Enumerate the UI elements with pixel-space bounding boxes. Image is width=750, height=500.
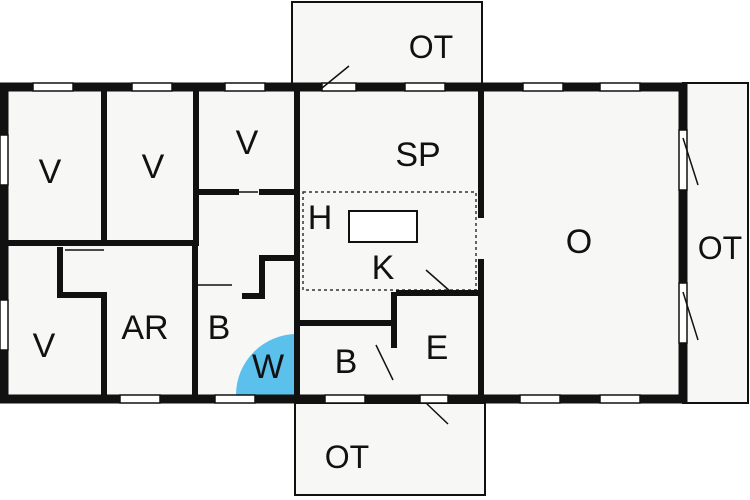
windows — [0, 82, 688, 404]
room-label-bedroom-2: V — [142, 148, 165, 186]
room-label-living-room: O — [566, 223, 592, 261]
room-label-bathroom-1: B — [208, 309, 231, 347]
room-label-terrace-top: OT — [409, 29, 453, 65]
room-label-utility-room: AR — [121, 309, 168, 347]
room-label-kitchen: K — [372, 249, 395, 287]
room-label-hall: H — [308, 199, 333, 237]
room-label-bedroom-1: V — [39, 153, 62, 191]
kitchen-island-outline — [302, 191, 477, 291]
wellness-area — [236, 334, 297, 395]
room-label-bathroom-2: B — [335, 343, 358, 381]
room-label-wellness: W — [252, 348, 284, 386]
kitchen-counter — [348, 210, 418, 243]
room-label-terrace-bottom: OT — [325, 439, 369, 475]
room-label-bedroom-3: V — [236, 124, 259, 162]
room-label-terrace-right: OT — [698, 230, 742, 266]
room-label-entrance: E — [426, 329, 449, 367]
terrace-bottom-area — [294, 402, 486, 496]
room-label-bedroom-4: V — [33, 327, 56, 365]
room-label-dining-room: SP — [395, 136, 440, 174]
terrace-right-area — [682, 82, 749, 404]
terrace-top-area — [291, 1, 483, 89]
doors — [65, 65, 699, 425]
room-labels: V V V V AR B W H SP K B E O OT OT OT — [33, 29, 743, 475]
